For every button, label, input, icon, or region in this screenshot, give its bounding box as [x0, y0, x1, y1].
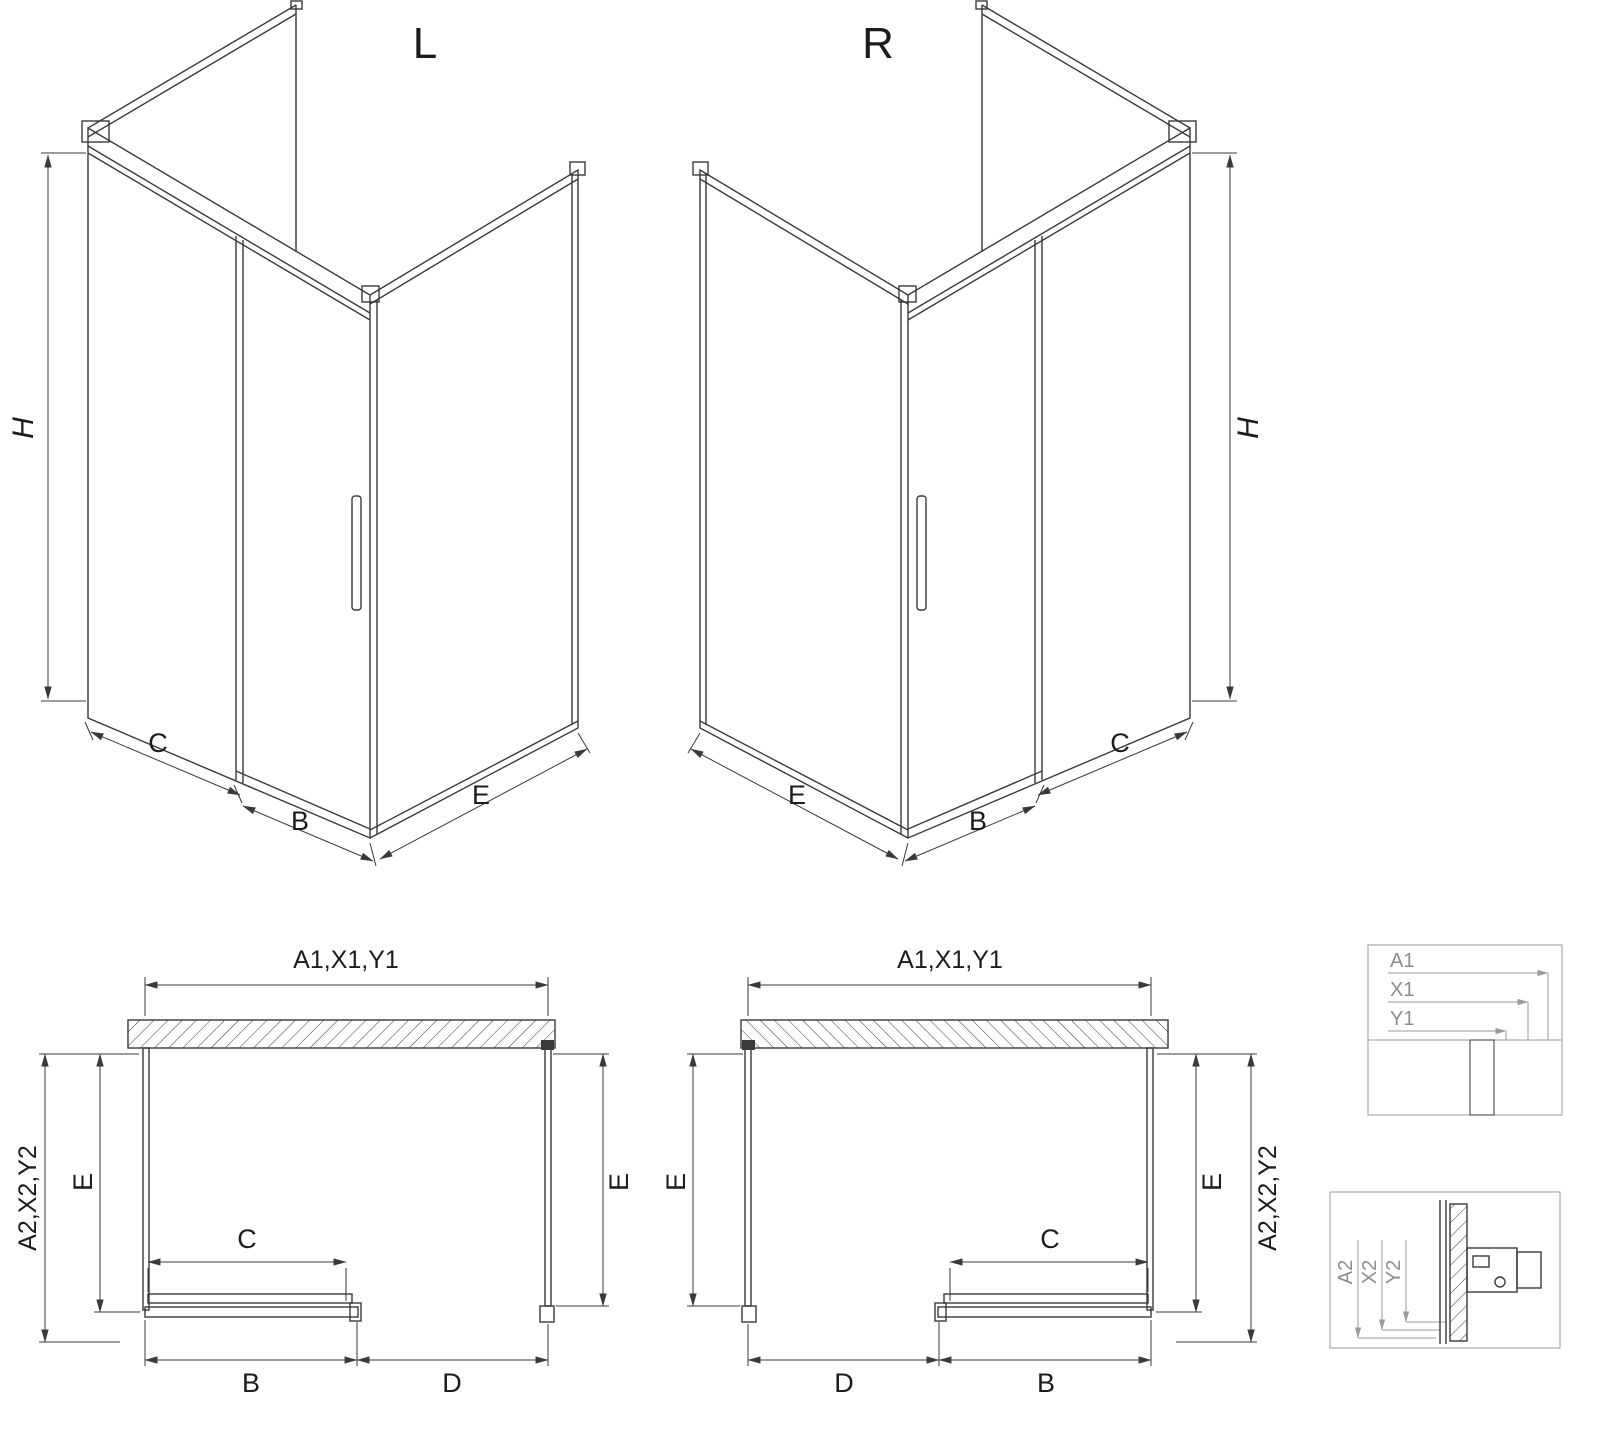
fixed-panel-dim-label-right: C	[1110, 728, 1130, 758]
plan-side-left-dim-label-left: E	[68, 1173, 98, 1191]
door-profile-section	[1439, 1200, 1542, 1344]
detail-x2-label: X2	[1359, 1260, 1381, 1284]
plan-side-right-dim-label-left: E	[604, 1173, 634, 1191]
plan-depth-dim-label-left: A2,X2,Y2	[14, 1145, 42, 1251]
height-dim-label-left: H	[7, 417, 40, 439]
detail-a2-label: A2	[1335, 1260, 1357, 1284]
plan-opening-dim-label-left: D	[442, 1368, 462, 1398]
plan-view-right: A1,X1,Y1 A2,X2,Y2 E E C D B	[661, 946, 1282, 1398]
plan-width-dim-label-right: A1,X1,Y1	[897, 946, 1003, 974]
detail-y1-label: Y1	[1390, 1008, 1414, 1030]
plan-door-width-dim-label-right: B	[1037, 1368, 1055, 1398]
plan-side-right-dim-label-right: E	[1197, 1173, 1227, 1191]
plan-geometry-left	[127, 1019, 556, 1323]
enclosure-geometry-right	[692, 0, 1197, 839]
fixed-panel-dim-label-left: C	[148, 728, 168, 758]
variant-label-left: L	[413, 19, 437, 68]
plan-width-dim-label-left: A1,X1,Y1	[293, 946, 399, 974]
enclosure-geometry-left	[81, 0, 586, 839]
detail-width-frame	[1367, 944, 1563, 1116]
iso-view-left: L H C B E	[7, 0, 590, 866]
iso-view-right: R H C B E	[688, 0, 1265, 866]
detail-a1-label: A1	[1390, 950, 1414, 972]
plan-opening-dim-label-right: D	[834, 1368, 854, 1398]
door-dim-label-right: B	[969, 806, 987, 836]
dimension-lines-left	[41, 153, 590, 866]
variant-label-right: R	[862, 19, 894, 68]
side-panel-dim-label-left: E	[472, 780, 490, 810]
detail-y2-label: Y2	[1383, 1260, 1405, 1284]
detail-x1-label: X1	[1390, 979, 1414, 1001]
detail-view-depth: A2 X2 Y2	[1329, 1191, 1561, 1349]
detail-depth-frame	[1329, 1191, 1561, 1349]
height-dim-label-right: H	[1232, 417, 1265, 439]
plan-door-clear-dim-label-left: C	[237, 1224, 257, 1254]
door-dim-label-left: B	[291, 806, 309, 836]
dimension-lines-right	[688, 153, 1237, 866]
plan-door-clear-dim-label-right: C	[1040, 1224, 1060, 1254]
side-panel-dim-label-right: E	[788, 780, 806, 810]
wall-section-hatch	[1469, 1039, 1495, 1116]
plan-door-width-dim-label-left: B	[242, 1368, 260, 1398]
plan-geometry-right	[740, 1019, 1169, 1323]
plan-view-left: A1,X1,Y1 A2,X2,Y2 E E C B D	[14, 946, 634, 1398]
detail-view-width: A1 X1 Y1	[1367, 944, 1563, 1116]
plan-side-left-dim-label-right: E	[661, 1173, 691, 1191]
plan-depth-dim-label-right: A2,X2,Y2	[1254, 1145, 1282, 1251]
